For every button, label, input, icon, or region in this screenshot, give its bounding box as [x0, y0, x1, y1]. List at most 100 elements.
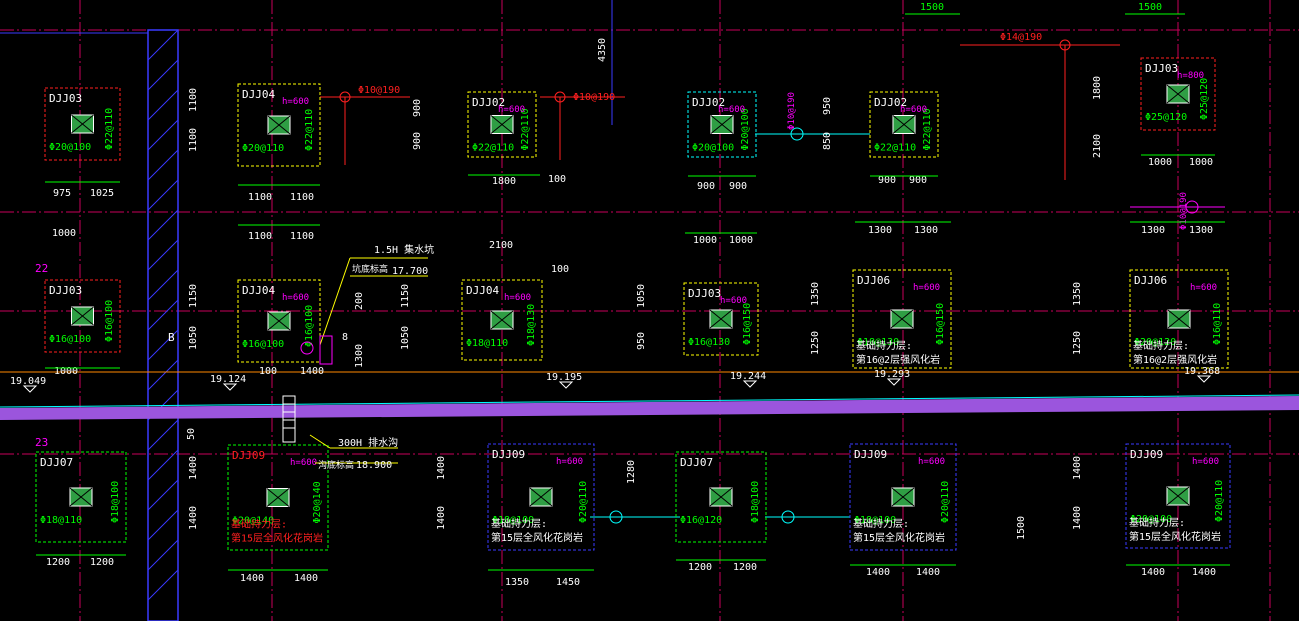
footing-note-line2: 第15层全风化花岗岩 [231, 532, 323, 545]
dimension-label: 950 [636, 332, 647, 350]
dimension-label: 1050 [188, 326, 199, 350]
footing-note-line2: 第15层全风化花岗岩 [491, 531, 583, 544]
footing-note-line1: 基础持力层: [856, 339, 912, 352]
dimension-label: 1050 [400, 326, 411, 350]
level-value: 19.049 [10, 376, 46, 387]
retaining-wall [147, 29, 179, 621]
footing-rebar-x: Φ16@100 [49, 334, 91, 345]
level-marker: 19.368 [1184, 366, 1220, 383]
footing-note-line1: 基础持力层: [853, 517, 909, 530]
dimension-label: 1800 [1092, 76, 1103, 100]
pit1-bottom-label: 坑底标高 [352, 263, 388, 275]
pit1-title: 1.5H 集水坑 [374, 243, 434, 256]
footing-tag: DJJ09 [854, 448, 887, 461]
footing-rebar-y: Φ20@110 [578, 481, 589, 523]
footing-tag: DJJ09 [232, 449, 265, 462]
dimension-label: 1100 [248, 231, 272, 242]
dimension-label: 900 [729, 181, 747, 192]
dimension-label: 1300 [1141, 225, 1165, 236]
footing-note-line1: 基础持力层: [231, 518, 287, 531]
dimension-label: 1500 [1016, 516, 1027, 540]
beam-label: Φ14@190 [1000, 32, 1042, 43]
footing-rebar-x: Φ20@100 [49, 142, 91, 153]
footing-rebar-y: Φ20@100 [740, 108, 751, 150]
dimension-label: 1300 [354, 344, 365, 368]
pit1-bottom-value: 17.700 [392, 266, 428, 277]
dimension-label: 1050 [636, 284, 647, 308]
footing-note-line1: 基础持力层: [1129, 516, 1185, 529]
beam-lines [320, 39, 1120, 180]
footing-rebar-y: Φ16@150 [742, 303, 753, 345]
dimension-label: 1250 [1072, 331, 1083, 355]
level-value: 19.195 [546, 372, 582, 383]
footing-height: h=600 [282, 293, 309, 303]
footing-rebar-x: Φ20@100 [1130, 514, 1172, 525]
footing-tag: DJJ07 [40, 456, 73, 469]
dimension-label: 1000 [54, 366, 78, 377]
level-marker: 19.195 [546, 372, 582, 389]
dimension-label: 2100 [1092, 134, 1103, 158]
footing-rebar-y: Φ20@110 [940, 481, 951, 523]
dimension-label: 1400 [1072, 456, 1083, 480]
axis-label-22: 22 [35, 262, 48, 275]
footing-height: h=600 [918, 457, 945, 467]
footing-rebar-x: Φ20@120 [1134, 337, 1176, 348]
footing-tag: DJJ02 [874, 96, 907, 109]
dimension-label: 1150 [188, 284, 199, 308]
footing-tag: DJJ03 [1145, 62, 1178, 75]
footing-rebar-x: Φ22@110 [472, 143, 514, 154]
dimension-label: 50 [186, 428, 197, 440]
dimension-label: 1025 [90, 188, 114, 199]
dimension-label: 900 [412, 132, 423, 150]
footing-height: h=600 [1190, 283, 1217, 293]
dimension-label: 1400 [1141, 567, 1165, 578]
footing-tag: DJJ06 [1134, 274, 1167, 287]
beam-label: Φ10@190 [573, 92, 615, 103]
dimension-label: 1400 [188, 506, 199, 530]
level-value: 19.244 [730, 371, 766, 382]
footing-height: h=600 [900, 105, 927, 115]
footing-note-line1: 基础持力层: [1133, 339, 1189, 352]
top-dimension-lines [0, 0, 1185, 125]
dimension-label: 1280 [626, 460, 637, 484]
dimension-label: 1400 [916, 567, 940, 578]
footing-rebar-x: Φ20@100 [692, 143, 734, 154]
footing-rebar-y: Φ18@100 [750, 481, 761, 523]
beam-label: Φ10@190 [358, 85, 400, 96]
beam-label: Φ10@190 [787, 92, 797, 130]
pit2-bottom-label: 沟底标高 [318, 459, 354, 471]
level-value: 19.293 [874, 369, 910, 380]
footing-tag: DJJ03 [688, 287, 721, 300]
footing-tag: DJJ02 [472, 96, 505, 109]
footing-height: h=600 [498, 105, 525, 115]
dimension-label: 1000 [693, 235, 717, 246]
dimension-label: 1100 [290, 192, 314, 203]
strip-foundation-band [0, 396, 1299, 420]
footing-note-line2: 第15层全风化花岗岩 [1129, 530, 1221, 543]
dimension-label: 1300 [868, 225, 892, 236]
axis-label-B: B [168, 331, 175, 344]
dimension-label: 1400 [866, 567, 890, 578]
strip-edge-line [0, 394, 1299, 408]
footing-rebar-y: Φ18@100 [110, 481, 121, 523]
